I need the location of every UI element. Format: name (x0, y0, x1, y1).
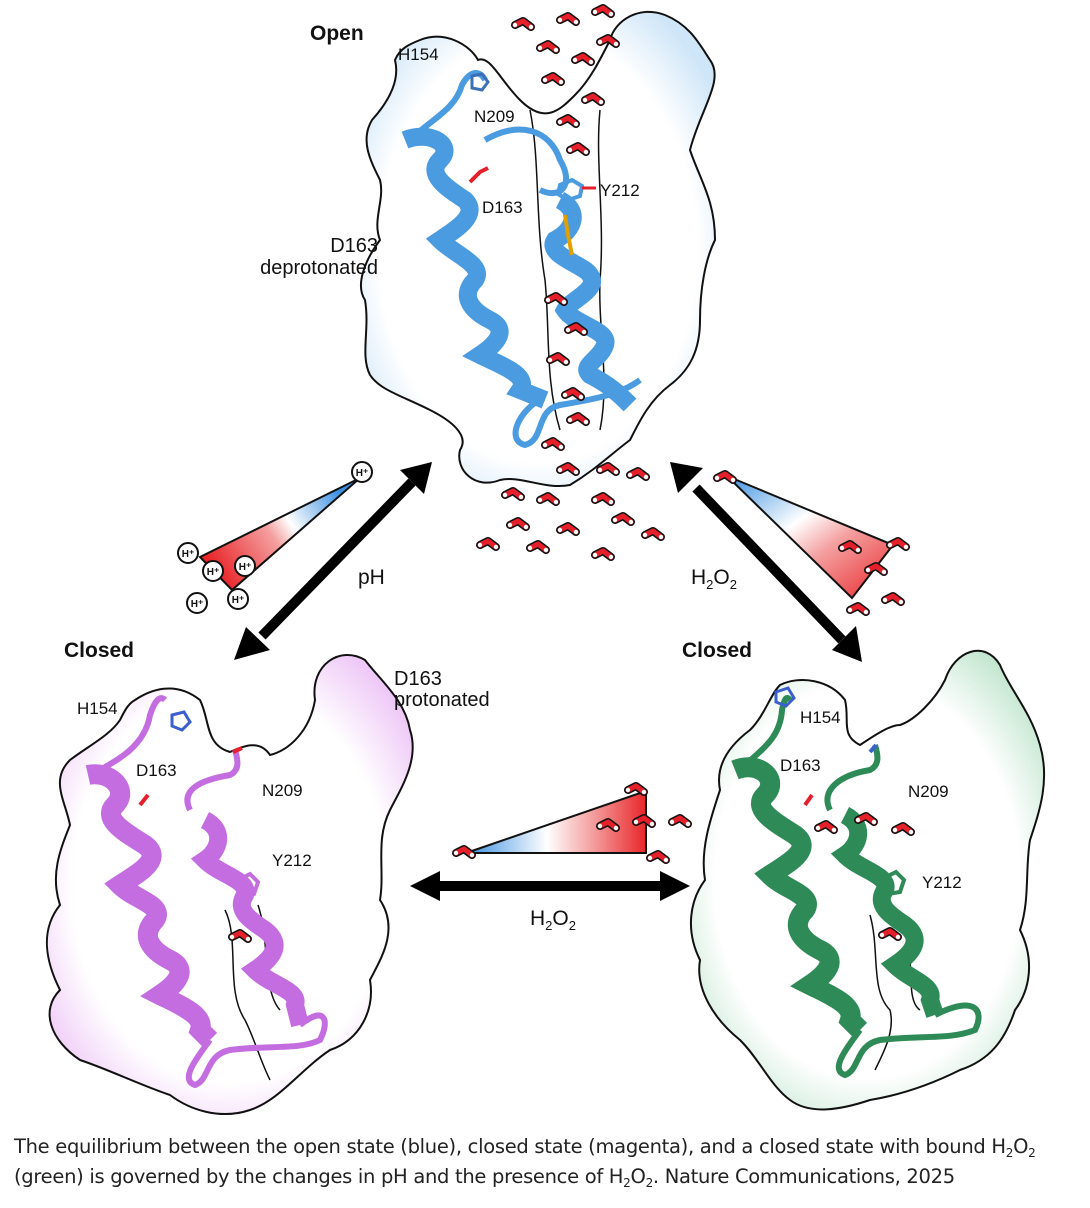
open-helix-right (544, 191, 637, 412)
closed-h2o2-label-y212: Y212 (922, 873, 962, 892)
proton-icon (177, 542, 199, 564)
proton-icon (351, 461, 373, 483)
closed-h2o2-title: Closed (682, 639, 752, 662)
h2o2-double-arrow-right (670, 462, 862, 662)
closed-ph-label-d163: D163 (136, 761, 177, 780)
closed-ph-label-n209: N209 (262, 781, 303, 800)
proton-icon (186, 592, 208, 614)
h2o2-label-right: H2O2 (691, 566, 737, 592)
h2o2-right-transition: H2O2 (670, 462, 908, 662)
closed-h2o2-panel: Closed H154 D163 N209 Y212 (682, 639, 1046, 1111)
closed-ph-panel: Closed H154 D163 N209 Y212 D163 protonat… (45, 639, 490, 1116)
open-helix-left (401, 127, 549, 409)
h2o2-gradient-wedge-right (726, 475, 895, 600)
proton-icon (234, 555, 256, 577)
open-title: Open (310, 22, 364, 45)
h2o2-gradient-wedge-bottom (465, 789, 647, 854)
open-d163-note-line2: deprotonated (260, 257, 378, 279)
proton-icon (202, 560, 224, 582)
closed-ph-d163-note-line1: D163 (394, 668, 442, 690)
open-label-d163: D163 (482, 198, 523, 217)
closed-ph-d163-note-line2: protonated (394, 689, 490, 711)
closed-ph-label-h154: H154 (77, 699, 118, 718)
closed-h2o2-label-d163: D163 (780, 756, 821, 775)
ph-gradient-wedge (198, 477, 361, 592)
h2o2-label-bottom: H2O2 (530, 907, 576, 933)
ph-transition: pH (177, 461, 432, 660)
equilibrium-diagram: H⁺ (45, 0, 1046, 1116)
closed-h2o2-label-h154: H154 (800, 708, 841, 727)
ph-label: pH (358, 566, 385, 589)
h2o2-double-arrow-bottom (410, 871, 690, 901)
figure-caption: The equilibrium between the open state (… (14, 1135, 1036, 1190)
proton-icon (227, 588, 249, 610)
ph-double-arrow (234, 462, 432, 660)
closed-ph-label-y212: Y212 (272, 851, 312, 870)
open-label-y212: Y212 (600, 181, 640, 200)
open-protein-surface (360, 10, 717, 487)
h2o2-bottom-transition: H2O2 (410, 786, 690, 933)
closed-green-protein-surface (689, 649, 1046, 1111)
open-state-panel: Open H154 N209 D163 Y212 D163 deprotonat… (260, 8, 717, 559)
open-label-h154: H154 (398, 45, 439, 64)
closed-h2o2-label-n209: N209 (908, 782, 949, 801)
open-label-n209: N209 (474, 107, 515, 126)
open-d163-note-line1: D163 (330, 235, 378, 257)
closed-ph-title: Closed (64, 639, 134, 662)
